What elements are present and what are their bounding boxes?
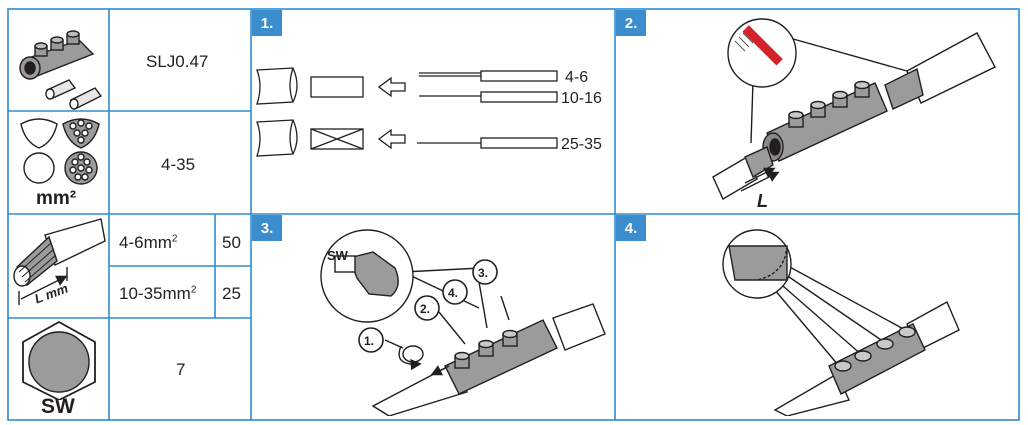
step-2-badge: 2. — [616, 10, 646, 36]
step-2-diagram: L — [712, 18, 996, 211]
step-3-callout-2: 2. — [420, 302, 430, 316]
sw-label: SW — [41, 395, 75, 418]
cross-section-range: 4-35 — [161, 155, 196, 174]
step-3-callout-3: 3. — [478, 266, 488, 280]
hex-nut-icon — [22, 320, 96, 400]
model-number: SLJ0.47 — [146, 52, 209, 71]
step-1-label-25-35: 25-35 — [561, 136, 602, 153]
step-3-tool-label: SW — [327, 248, 349, 263]
step-3-diagram: SW 1. 2. 4. 3. — [320, 229, 606, 416]
step-4-diagram — [722, 229, 960, 416]
step-3-callout-4: 4. — [448, 286, 458, 300]
step-1-label-10-16: 10-16 — [561, 90, 602, 107]
connector-product-icon — [19, 30, 103, 110]
stripped-cable-icon — [13, 218, 106, 305]
strip-row-2-range: 10-35mm2 — [119, 284, 197, 303]
unit-label: mm² — [36, 188, 77, 209]
wrench-size: 7 — [176, 360, 186, 379]
step-2-length-label: L — [757, 191, 768, 211]
strip-row-2-length: 25 — [222, 284, 241, 303]
step-3-badge: 3. — [252, 215, 282, 241]
step-4-badge: 4. — [616, 215, 646, 241]
strip-row-1-range: 4-6mm2 — [119, 233, 178, 252]
cable-cross-sections-icon — [20, 118, 100, 185]
step-1-label-4-6: 4-6 — [565, 69, 588, 86]
step-3-callout-1: 1. — [364, 334, 374, 348]
step-1-diagram: 4-6 10-16 25-35 — [256, 67, 602, 157]
step-1-badge: 1. — [252, 10, 282, 36]
strip-row-1-length: 50 — [222, 233, 241, 252]
